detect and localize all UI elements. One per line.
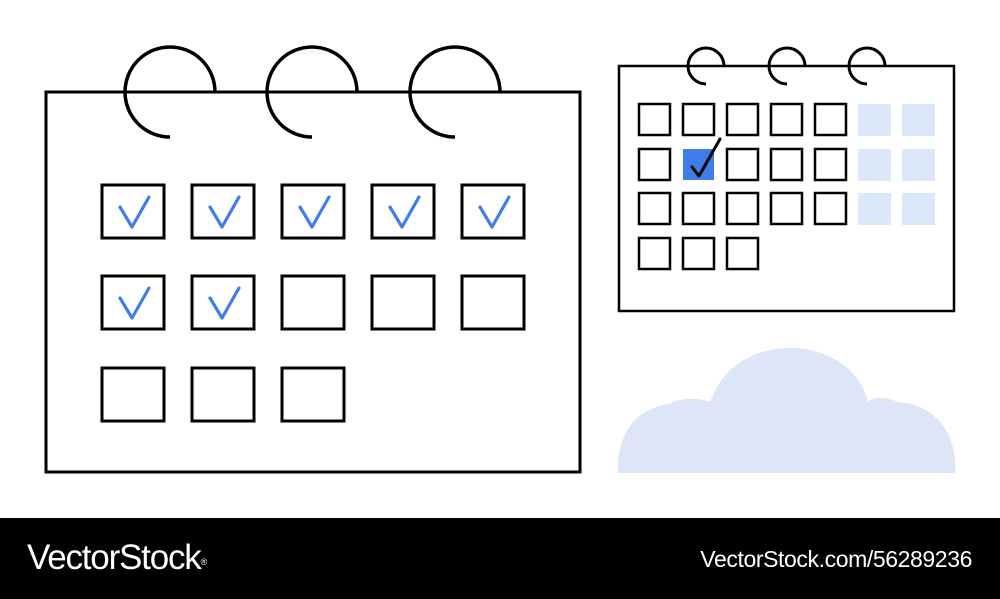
day-square <box>681 102 716 137</box>
brand-name: VectorStock <box>27 538 202 577</box>
day-square <box>813 147 848 182</box>
image-id: VectorStock.com/56289236 <box>700 546 972 572</box>
day-square <box>725 191 760 226</box>
small-calendar <box>617 46 956 313</box>
day-square <box>637 236 672 271</box>
binder-ring <box>847 46 887 86</box>
large-calendar <box>44 45 582 474</box>
checked-day-box <box>190 183 256 240</box>
day-square <box>637 191 672 226</box>
check-icon <box>478 195 511 229</box>
binder-ring <box>408 45 502 139</box>
checked-day-box <box>280 183 346 240</box>
binder-ring <box>767 46 807 86</box>
day-box <box>460 274 526 331</box>
registered-mark: ® <box>200 557 208 567</box>
checked-day-box <box>190 274 256 331</box>
day-box <box>280 366 346 423</box>
day-box <box>100 366 166 423</box>
day-square <box>769 102 804 137</box>
inactive-day <box>902 104 935 136</box>
check-icon <box>118 195 151 229</box>
checked-day-box <box>100 183 166 240</box>
check-icon <box>208 195 241 229</box>
watermark-bar: VectorStock® VectorStock.com/56289236 <box>0 518 1000 599</box>
check-icon <box>118 286 151 320</box>
inactive-day <box>902 193 935 225</box>
inactive-day <box>858 149 891 181</box>
checked-day-box <box>460 183 526 240</box>
vectorstock-logo: VectorStock® <box>27 537 208 579</box>
binder-ring <box>686 46 726 86</box>
day-box <box>280 274 346 331</box>
inactive-day <box>858 193 891 225</box>
binder-ring <box>123 45 217 139</box>
check-icon <box>298 195 331 229</box>
day-box <box>370 274 436 331</box>
day-square <box>725 147 760 182</box>
illustration-art <box>44 45 956 474</box>
inactive-day <box>858 104 891 136</box>
day-square <box>725 102 760 137</box>
small-calendar-grid <box>637 102 935 271</box>
day-square <box>813 191 848 226</box>
large-calendar-grid <box>100 183 526 423</box>
day-square <box>769 147 804 182</box>
day-square <box>681 236 716 271</box>
day-square <box>681 191 716 226</box>
inactive-day <box>902 149 935 181</box>
check-icon <box>690 137 722 178</box>
day-square <box>769 191 804 226</box>
checked-day-box <box>370 183 436 240</box>
day-square <box>813 102 848 137</box>
check-icon <box>208 286 241 320</box>
day-square <box>725 236 760 271</box>
checked-day-box <box>100 274 166 331</box>
check-icon <box>388 195 421 229</box>
cloud-icon <box>617 348 956 473</box>
day-square <box>637 147 672 182</box>
large-calendar-rings <box>123 45 502 139</box>
small-calendar-rings <box>686 46 887 86</box>
day-box <box>190 366 256 423</box>
day-square <box>637 102 672 137</box>
binder-ring <box>265 45 359 139</box>
selected-day <box>683 137 722 180</box>
